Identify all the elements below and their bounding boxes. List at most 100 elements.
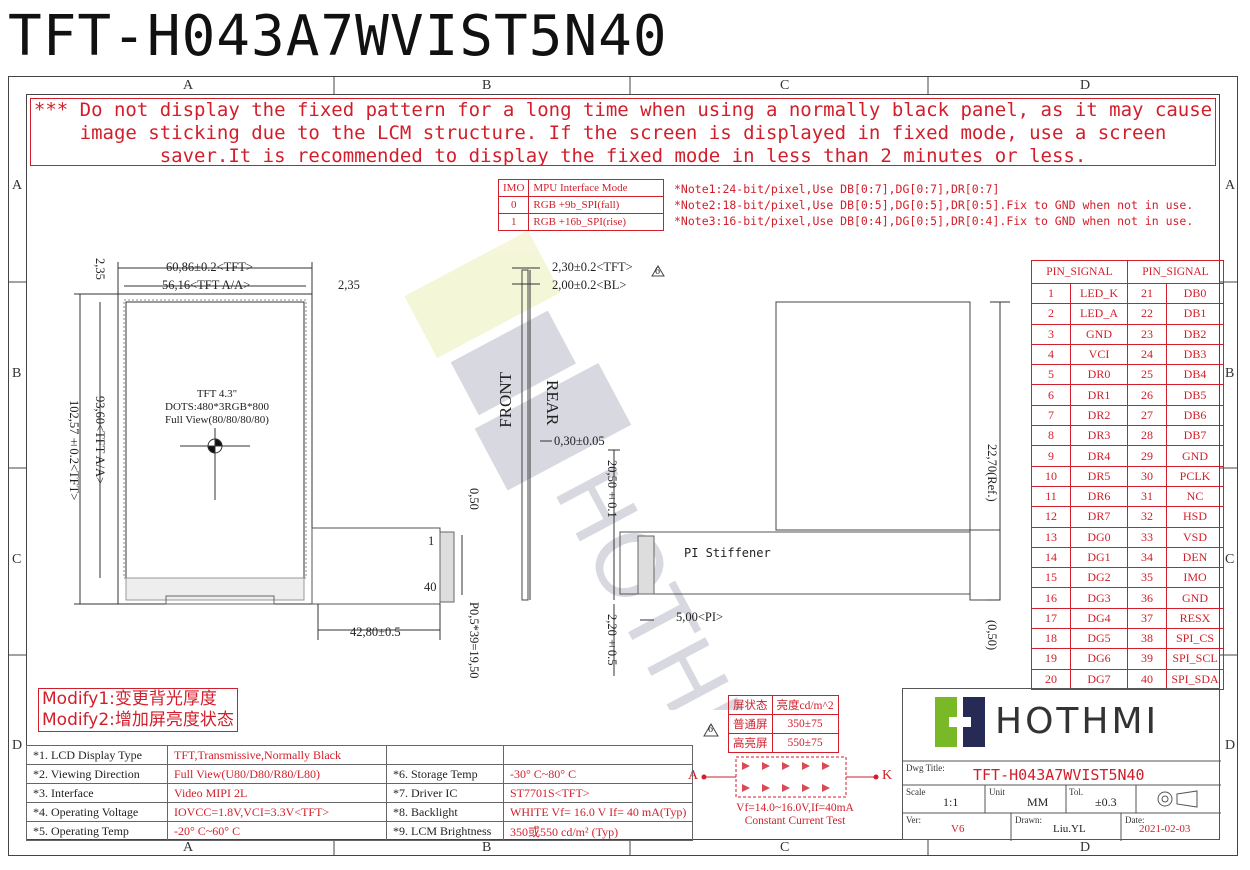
note-2: *Note2:18-bit/pixel,Use DB[0:5],DG[0:5],… — [674, 198, 1194, 212]
dim-height-aa: 93,60<TFT A/A> — [93, 396, 107, 485]
dim-thin: 0,30±0.05 — [554, 434, 605, 448]
note-1: *Note1:24-bit/pixel,Use DB[0:7],DG[0:7],… — [674, 182, 1000, 196]
panel-dots: DOTS:480*3RGB*800 — [165, 401, 269, 413]
zone-col-a-bottom: A — [183, 840, 194, 855]
title-block: HOTHMI Dwg Title: TFT-H043A7WVIST5N40 Sc… — [902, 688, 1221, 841]
zone-col-c-top: C — [780, 78, 790, 93]
spec-key: *2. Viewing Direction — [26, 764, 168, 784]
sticking-warning: *** Do not display the fixed pattern for… — [30, 98, 1216, 167]
dim-pi: 5,00<PI> — [676, 610, 724, 624]
tol-value: ±0.3 — [1095, 795, 1117, 809]
led-test-mode: Constant Current Test — [744, 815, 846, 827]
dim-width-tft: 60,86±0.2<TFT> — [166, 260, 253, 274]
led-spec-value: Vf=14.0~16.0V,If=40mA — [736, 802, 854, 814]
imo-header-imo: IMO — [497, 179, 530, 197]
zone-row-b-right: B — [1225, 366, 1235, 381]
pin-signal: DB7 — [1166, 425, 1224, 447]
spec-value: WHITE Vf= 16.0 V If= 40 mA(Typ) — [502, 802, 694, 822]
spec-key — [386, 745, 504, 765]
dim-rear-small: (0,50) — [985, 620, 999, 651]
zone-row-a-left: A — [12, 178, 23, 193]
ver-label: Ver: — [906, 815, 921, 825]
spec-key: *3. Interface — [26, 783, 168, 803]
pin-signal: GND — [1166, 445, 1224, 467]
dwg-title-value: TFT-H043A7WVIST5N40 — [973, 766, 1145, 784]
front-label: FRONT — [496, 372, 515, 428]
panel-spec-label: TFT 4.3" DOTS:480*3RGB*800 Full View(80/… — [152, 388, 282, 427]
drawn-label: Drawn: — [1015, 815, 1042, 825]
bright-header-state: 屏状态 — [728, 695, 773, 715]
spec-key: *7. Driver IC — [386, 783, 504, 803]
spec-key: *5. Operating Temp — [26, 821, 168, 841]
pin-signal: DG7 — [1070, 668, 1128, 690]
spec-value: -20° C~60° C — [167, 821, 387, 841]
fpc-pin-40: 40 — [424, 580, 437, 594]
fpc-pin-1: 1 — [428, 534, 435, 548]
pin-number: 17 — [1031, 607, 1071, 630]
zone-row-b-left: B — [12, 366, 22, 381]
bright-row-0-state: 普通屏 — [728, 714, 773, 734]
pi-stiffener-label: PI Stiffener — [684, 546, 771, 560]
dim-fpc-length: 42,80±0.5 — [350, 625, 401, 639]
rev-mark-side: 6 — [655, 266, 660, 277]
spec-key: *4. Operating Voltage — [26, 802, 168, 822]
modify-notes: Modify1:变更背光厚度 Modify2:增加屏亮度状态 — [38, 688, 238, 732]
modify-1: Modify1:变更背光厚度 — [42, 689, 217, 709]
pin-header-left: PIN_SIGNAL — [1031, 260, 1128, 284]
zone-row-c-left: C — [12, 552, 22, 567]
spec-key: *8. Backlight — [386, 802, 504, 822]
imo-row-0-mode: RGB +9b_SPI(fall) — [528, 196, 665, 214]
bright-header-lum: 亮度cd/m^2 — [771, 695, 839, 715]
pin-signal: DR0 — [1070, 364, 1128, 386]
panel-view: Full View(80/80/80/80) — [165, 414, 269, 426]
dim-height-tft: 102,57±0.2<TFT> — [67, 400, 81, 501]
panel-size: TFT 4.3" — [196, 388, 238, 400]
spec-key: *6. Storage Temp — [386, 764, 504, 784]
rear-label: REAR — [543, 380, 562, 426]
pin-signal: DG0 — [1070, 526, 1128, 548]
dwg-title-label: Dwg Title: — [906, 763, 945, 773]
unit-label: Unit — [989, 787, 1006, 797]
zone-row-a-right: A — [1225, 178, 1236, 193]
pin-signal: GND — [1070, 323, 1128, 345]
pin-signal: IMO — [1166, 567, 1224, 589]
spec-key: *1. LCD Display Type — [26, 745, 168, 765]
bright-row-1-state: 高亮屏 — [728, 733, 773, 753]
pin-signal: DB0 — [1166, 282, 1224, 305]
spec-row: *5. Operating Temp-20° C~60° C*9. LCM Br… — [26, 821, 694, 841]
spec-value: -30° C~80° C — [502, 764, 694, 784]
bit-depth-notes: *Note1:24-bit/pixel,Use DB[0:7],DG[0:7],… — [674, 181, 1193, 229]
pin-number: 12 — [1031, 506, 1071, 528]
drawing-title: TFT-H043A7WVIST5N40 — [8, 4, 668, 69]
pin-signal: SPI_SCL — [1166, 648, 1224, 670]
ver-value: V6 — [951, 823, 965, 835]
dim-top-margin: 2,35 — [93, 258, 107, 280]
pin-number: 22 — [1127, 303, 1167, 325]
zone-col-b-top: B — [482, 78, 492, 93]
led-cathode: K — [882, 768, 893, 783]
spec-value: Full View(U80/D80/R80/L80) — [167, 764, 387, 784]
imo-row-1-mode: RGB +16b_SPI(rise) — [528, 213, 665, 231]
unit-value: MM — [1027, 795, 1049, 809]
spec-value: TFT,Transmissive,Normally Black — [167, 745, 387, 765]
dim-thickness-bl: 2,00±0.2<BL> — [552, 278, 627, 292]
tol-label: Tol. — [1069, 787, 1084, 797]
dim-thickness-tft: 2,30±0.2<TFT> — [552, 260, 633, 274]
pin-signal: PCLK — [1166, 465, 1224, 487]
zone-col-d-bottom: D — [1080, 840, 1091, 855]
